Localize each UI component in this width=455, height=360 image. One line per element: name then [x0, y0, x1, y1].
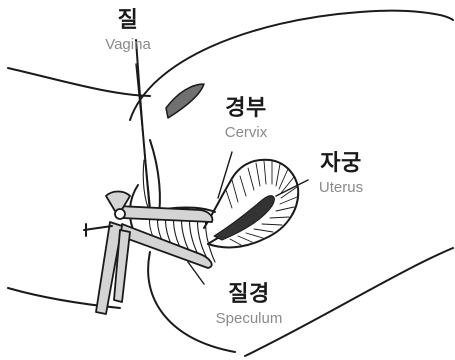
speculum-label: 질경 Speculum	[198, 284, 300, 326]
uterus-leader-line	[276, 180, 308, 196]
uterus-label-korean: 자궁	[305, 153, 377, 175]
uterine-cavity	[214, 196, 274, 240]
speculum	[84, 192, 212, 315]
back-outline	[8, 68, 150, 96]
vagina-label-korean: 질	[96, 10, 160, 32]
cervix-label-english: Cervix	[212, 125, 280, 140]
speculum-thumbscrew	[84, 226, 112, 230]
speculum-hinge	[115, 209, 125, 219]
cervix-label-korean: 경부	[212, 98, 280, 120]
uterus-label-english: Uterus	[305, 180, 377, 195]
cervix-label: 경부 Cervix	[212, 98, 280, 140]
vagina-label-english: Vagina	[96, 37, 160, 52]
uterus-label: 자궁 Uterus	[305, 153, 377, 195]
vagina-label: 질 Vagina	[96, 10, 160, 52]
pelvic-muscle	[166, 84, 204, 118]
speculum-label-english: Speculum	[198, 311, 300, 326]
speculum-label-korean: 질경	[198, 284, 300, 306]
